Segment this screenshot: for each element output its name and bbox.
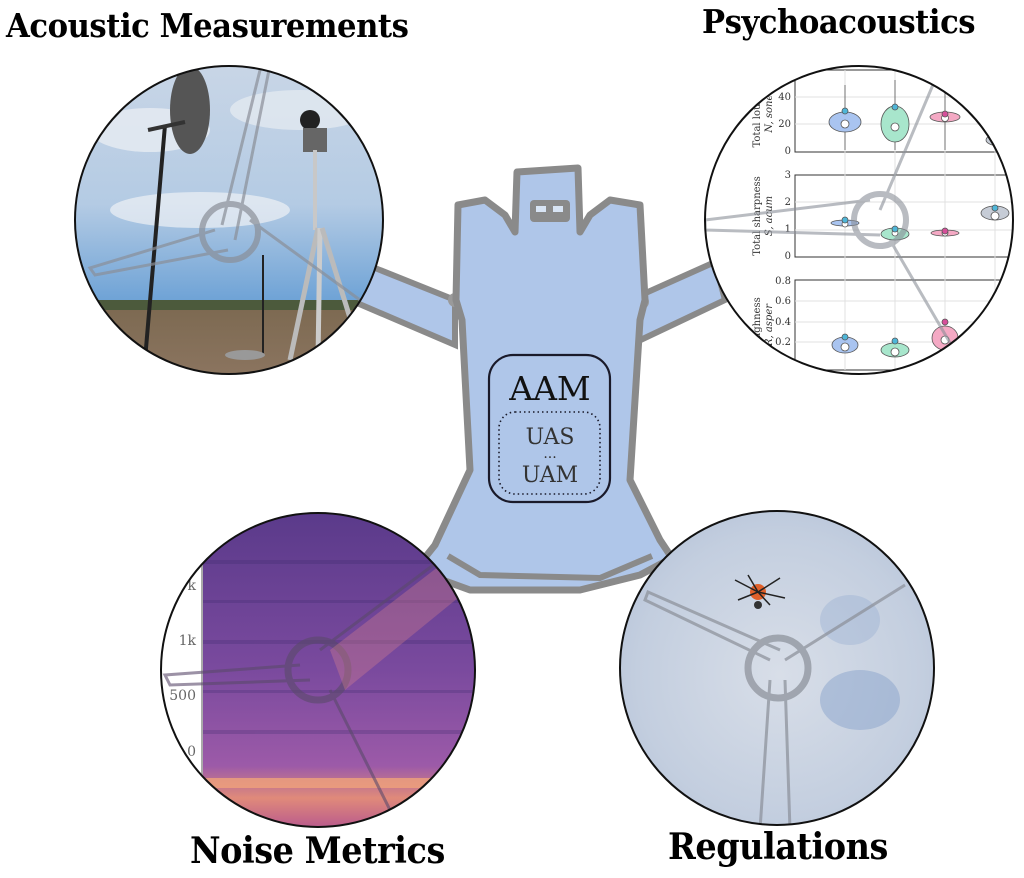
uas-uam-box [498, 411, 601, 495]
circle-border [619, 510, 935, 826]
sharpness-plot-frame [794, 174, 1013, 258]
ylabel-sharpness: Total sharpness [752, 176, 763, 256]
circle-border [160, 512, 476, 828]
ylabel-loudness: Total loudness [752, 75, 763, 148]
tick-label: 20 [778, 119, 791, 130]
ylabel-roughness-unit: R, asper [764, 303, 775, 347]
tick-label: 2 [785, 197, 791, 208]
aam-box [487, 353, 612, 504]
tick-label: 0 [785, 146, 791, 157]
title-regulations: Regulations [668, 826, 888, 868]
circle-acoustic-measurements [74, 65, 384, 375]
ylabel-sharpness-unit: S, acum [764, 196, 775, 236]
tick-label: 0.8 [775, 276, 791, 287]
sound-level-meter [300, 110, 320, 130]
circle-regulations [619, 510, 935, 826]
separator-dots: ... [543, 446, 556, 462]
circle-border [704, 65, 1014, 375]
tick-label: 3 [785, 170, 791, 181]
tick-label: 40 [778, 92, 791, 103]
tick-label: 0.2 [775, 337, 791, 348]
hexacopter [734, 574, 786, 609]
freq-tick: 1k [179, 633, 197, 649]
drone-camera [530, 200, 570, 222]
tick-label: 0 [785, 251, 791, 262]
tick-label: 1 [785, 224, 791, 235]
circle-psychoacoustics: 0 20 40 0 1 2 3 0.2 0.4 0.6 0.8 Total lo… [704, 65, 1014, 375]
ylabel-roughness: Roughness [752, 297, 763, 352]
aam-text: AAM [508, 369, 590, 408]
uas-text: UAS [526, 425, 575, 450]
title-psychoacoustics: Psychoacoustics [702, 2, 976, 41]
tick-label: 0.6 [775, 296, 791, 307]
circle-border [74, 65, 384, 375]
tripod [287, 227, 321, 361]
uam-text: UAM [522, 463, 578, 488]
drone-body [411, 164, 676, 594]
circle-noise-metrics: k 1k 500 0 [160, 512, 476, 828]
ylabel-loudness-unit: N, sones [764, 89, 775, 133]
freq-tick: 500 [169, 688, 196, 704]
title-noise-metrics: Noise Metrics [190, 830, 445, 872]
center-label: AAM UAS ... UAM [487, 353, 612, 504]
windscreen-mic [170, 66, 210, 154]
freq-tick: 0 [187, 744, 196, 760]
tick-label: 0.4 [775, 317, 791, 328]
mic-stand [143, 124, 167, 361]
title-acoustic-measurements: Acoustic Measurements [6, 6, 409, 45]
freq-tick: k [188, 578, 197, 594]
